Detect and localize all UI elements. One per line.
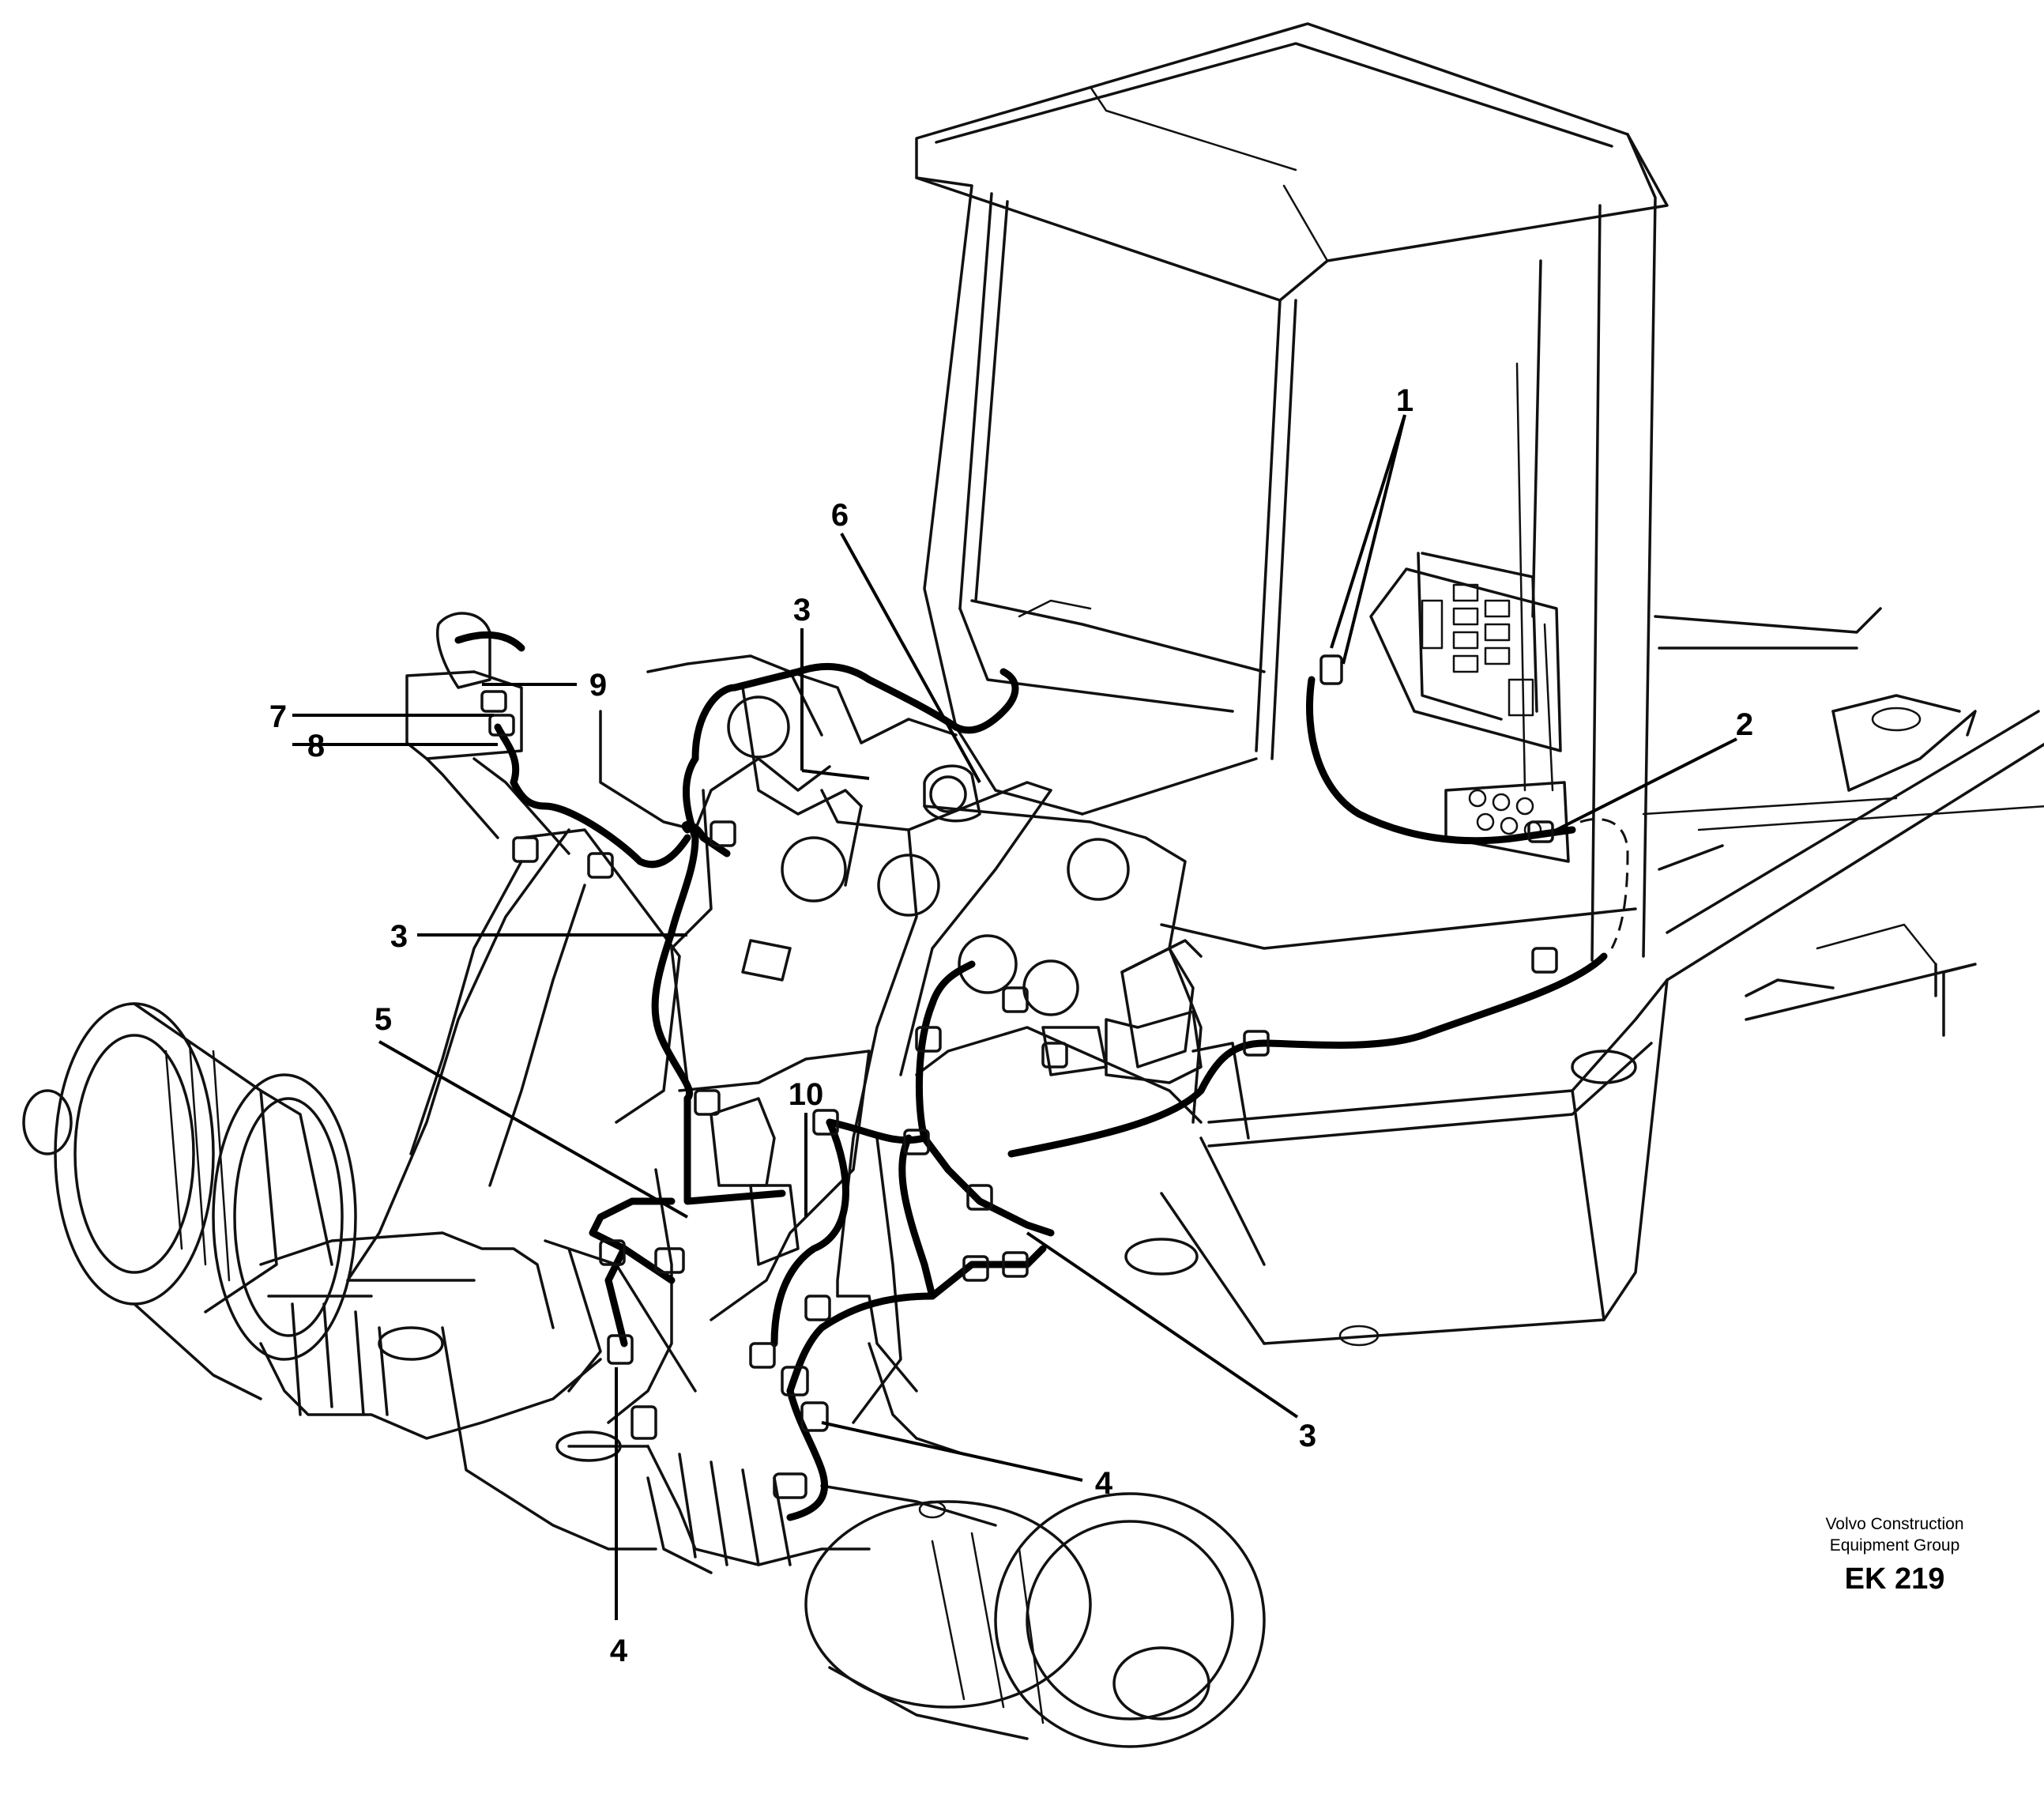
- callout-6: 6: [831, 498, 849, 533]
- callout-8: 8: [307, 729, 325, 763]
- wiring-harnesses: [494, 662, 1629, 1521]
- leader-lines: [292, 414, 1737, 1620]
- callout-labels: 1 2 3 3 3 4 4 5 6 7 8 9 10: [269, 383, 1753, 1668]
- components: [710, 764, 1203, 1266]
- connectors: [480, 654, 1558, 1499]
- work-light-bracket: [405, 612, 570, 855]
- callout-3-top: 3: [793, 593, 811, 628]
- cab-drawing: [915, 22, 2044, 962]
- callout-9: 9: [589, 668, 607, 703]
- footer-block: Volvo Construction Equipment Group EK 21…: [1825, 1515, 1963, 1596]
- callout-4-right: 4: [1095, 1466, 1113, 1501]
- callout-2: 2: [1736, 707, 1753, 742]
- callout-5: 5: [375, 1002, 392, 1037]
- rear-frame: [1124, 694, 2044, 1347]
- callout-3-left: 3: [390, 919, 408, 954]
- footer-company-line1: Volvo Construction: [1825, 1515, 1963, 1533]
- footer-figure-code: EK 219: [1845, 1562, 1945, 1596]
- left-wheel-hub: [22, 1002, 357, 1400]
- axle: [259, 1231, 966, 1574]
- callout-1: 1: [1396, 383, 1413, 418]
- callout-4-bottom: 4: [610, 1634, 628, 1668]
- callout-7: 7: [269, 699, 287, 734]
- right-wheel-hub: [804, 1484, 1266, 1748]
- electrical-panel: [1369, 552, 1570, 863]
- callout-10: 10: [789, 1077, 824, 1112]
- footer-company-line2: Equipment Group: [1830, 1536, 1960, 1555]
- callout-3-bottom: 3: [1299, 1419, 1316, 1453]
